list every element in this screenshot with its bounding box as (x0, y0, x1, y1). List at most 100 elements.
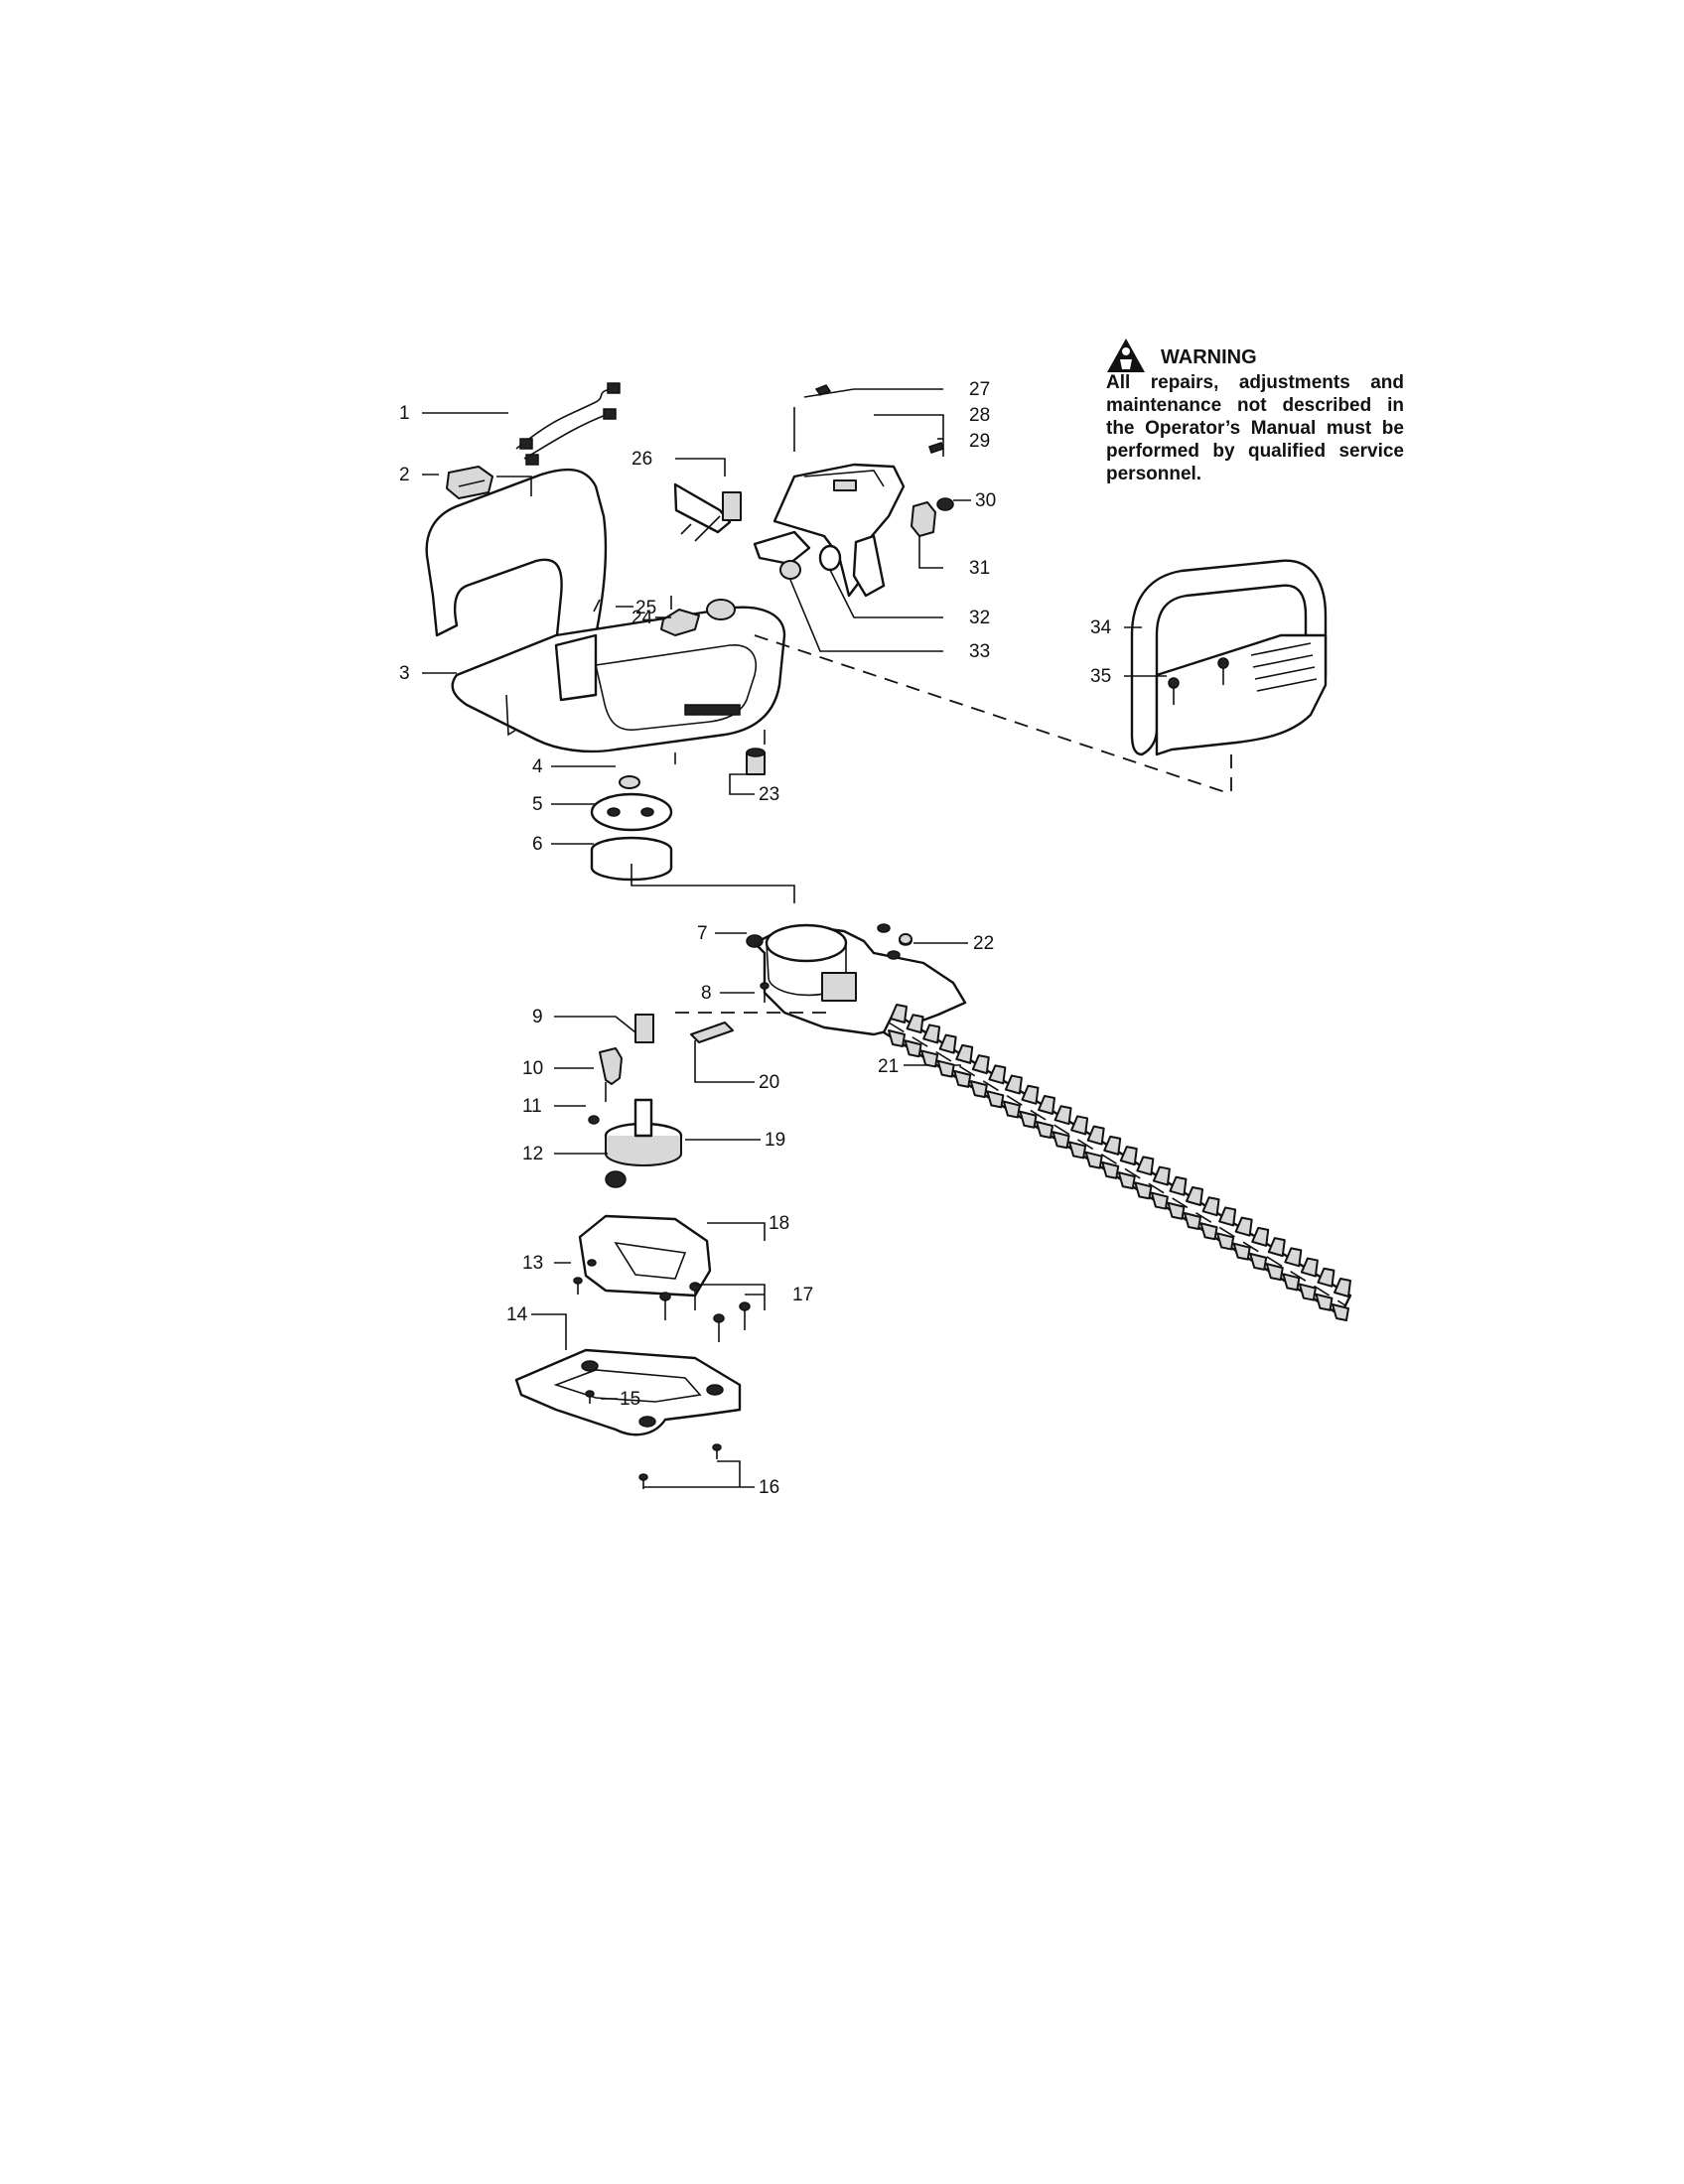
blade-tooth-bottom (1036, 1121, 1053, 1139)
blade-tooth-bottom (1232, 1242, 1251, 1261)
warning-triangle-icon (1107, 339, 1145, 372)
part-13-screw (573, 1259, 597, 1295)
blade-tooth-bottom (1101, 1160, 1120, 1179)
part-12-nut (605, 1170, 627, 1188)
blade-tooth-top (1333, 1278, 1351, 1297)
leader-lines (422, 388, 1167, 1488)
part-27-29-30-31-small-parts (814, 384, 954, 537)
label-32: 32 (969, 608, 990, 628)
blade-tooth-bottom (1052, 1131, 1070, 1150)
blade-tooth-bottom (953, 1069, 972, 1088)
part-8-screw (760, 982, 770, 1003)
blade-tooth-top (1152, 1165, 1171, 1186)
part-32-33-bearings (779, 544, 842, 580)
part-20-slider (690, 1022, 734, 1043)
blade-tooth-bottom (1117, 1171, 1136, 1190)
blade-tooth-top (1284, 1247, 1303, 1268)
blade-tooth-bottom (1298, 1283, 1317, 1301)
blade-tooth-bottom (1068, 1141, 1087, 1160)
part-7-gear-housing (746, 923, 967, 1036)
blade-tooth-bottom (986, 1090, 1005, 1109)
part-23-spacer (746, 748, 766, 775)
blade-tooth-top (906, 1014, 924, 1034)
part-4-nut (619, 775, 640, 789)
blade-tooth-bottom (1216, 1232, 1235, 1251)
assembly-lines (675, 634, 1232, 1014)
blade-tooth-bottom (1315, 1293, 1333, 1311)
label-5: 5 (532, 794, 543, 815)
blade-tooth-bottom (888, 1029, 906, 1047)
label-1: 1 (399, 403, 410, 424)
part-14-guard-plate (514, 1348, 742, 1436)
label-3: 3 (399, 663, 410, 684)
label-4: 4 (532, 756, 543, 777)
label-18: 18 (769, 1213, 789, 1234)
blade-tooth-bottom (1282, 1273, 1301, 1292)
label-14: 14 (506, 1304, 528, 1325)
blade-tooth-top (988, 1064, 1007, 1085)
part-19-gear (604, 1098, 683, 1166)
label-13: 13 (522, 1253, 543, 1274)
label-8: 8 (701, 983, 712, 1004)
blade-tooth-bottom (1019, 1110, 1038, 1129)
part-24-26-levers (593, 482, 742, 636)
blade-tooth-top (1201, 1196, 1220, 1217)
blade-tooth-bottom (1150, 1191, 1169, 1210)
blade-teeth (888, 1004, 1351, 1321)
label-27: 27 (969, 379, 990, 400)
label-23: 23 (759, 784, 779, 805)
part-15-16-screws (585, 1390, 722, 1489)
label-25: 25 (635, 598, 656, 618)
blade-tooth-top (1300, 1257, 1319, 1278)
blade-tooth-bottom (1002, 1100, 1021, 1119)
blade-tooth-top (1086, 1125, 1105, 1146)
label-34: 34 (1090, 617, 1112, 638)
blade-tooth-top (1038, 1095, 1055, 1115)
blade-tooth-top (1267, 1237, 1286, 1258)
blade-tooth-bottom (1332, 1303, 1349, 1321)
label-35: 35 (1090, 666, 1111, 687)
label-11: 11 (522, 1096, 542, 1117)
blade-tooth-top (922, 1024, 941, 1044)
blade-tooth-top (1186, 1186, 1203, 1206)
blade-tooth-top (890, 1004, 908, 1024)
blade-tooth-bottom (936, 1059, 955, 1078)
label-20: 20 (759, 1072, 779, 1093)
warning-notice: WARNING All repairs, adjustments and mai… (1106, 339, 1404, 485)
blade-tooth-top (1169, 1175, 1188, 1196)
part-18-cover-plate (578, 1214, 712, 1297)
blade-tooth-top (1070, 1115, 1089, 1136)
label-7: 7 (697, 923, 708, 944)
blade-tooth-bottom (1249, 1252, 1268, 1271)
label-10: 10 (522, 1058, 543, 1079)
label-19: 19 (765, 1130, 785, 1151)
blade-tooth-bottom (1084, 1151, 1103, 1169)
label-22: 22 (973, 933, 994, 954)
blade-tooth-bottom (1167, 1201, 1186, 1220)
blade-tooth-bottom (1199, 1222, 1218, 1241)
blade-tooth-top (1053, 1105, 1072, 1126)
blade-tooth-bottom (1184, 1212, 1201, 1230)
blade-tooth-top (1136, 1156, 1155, 1176)
blade-tooth-top (955, 1043, 974, 1064)
label-12: 12 (522, 1144, 543, 1164)
part-1-wire-harness (515, 382, 621, 466)
label-29: 29 (969, 431, 990, 452)
label-30: 30 (975, 490, 996, 511)
part-34-front-handle (1130, 559, 1328, 756)
blade-tooth-top (1021, 1084, 1040, 1105)
label-15: 15 (620, 1389, 640, 1410)
part-5-plate (590, 792, 673, 832)
warning-title: WARNING (1161, 346, 1257, 368)
blade-tooth-bottom (904, 1039, 922, 1058)
blade-tooth-top (1251, 1226, 1270, 1247)
blade-tooth-top (1218, 1206, 1237, 1227)
label-16: 16 (759, 1477, 779, 1498)
blade-tooth-bottom (1265, 1263, 1284, 1282)
part-28-handle-cover (753, 463, 906, 598)
label-33: 33 (969, 641, 990, 662)
blade-tooth-bottom (920, 1049, 939, 1068)
blade-tooth-top (1317, 1267, 1335, 1288)
part-22-nut (899, 933, 912, 945)
